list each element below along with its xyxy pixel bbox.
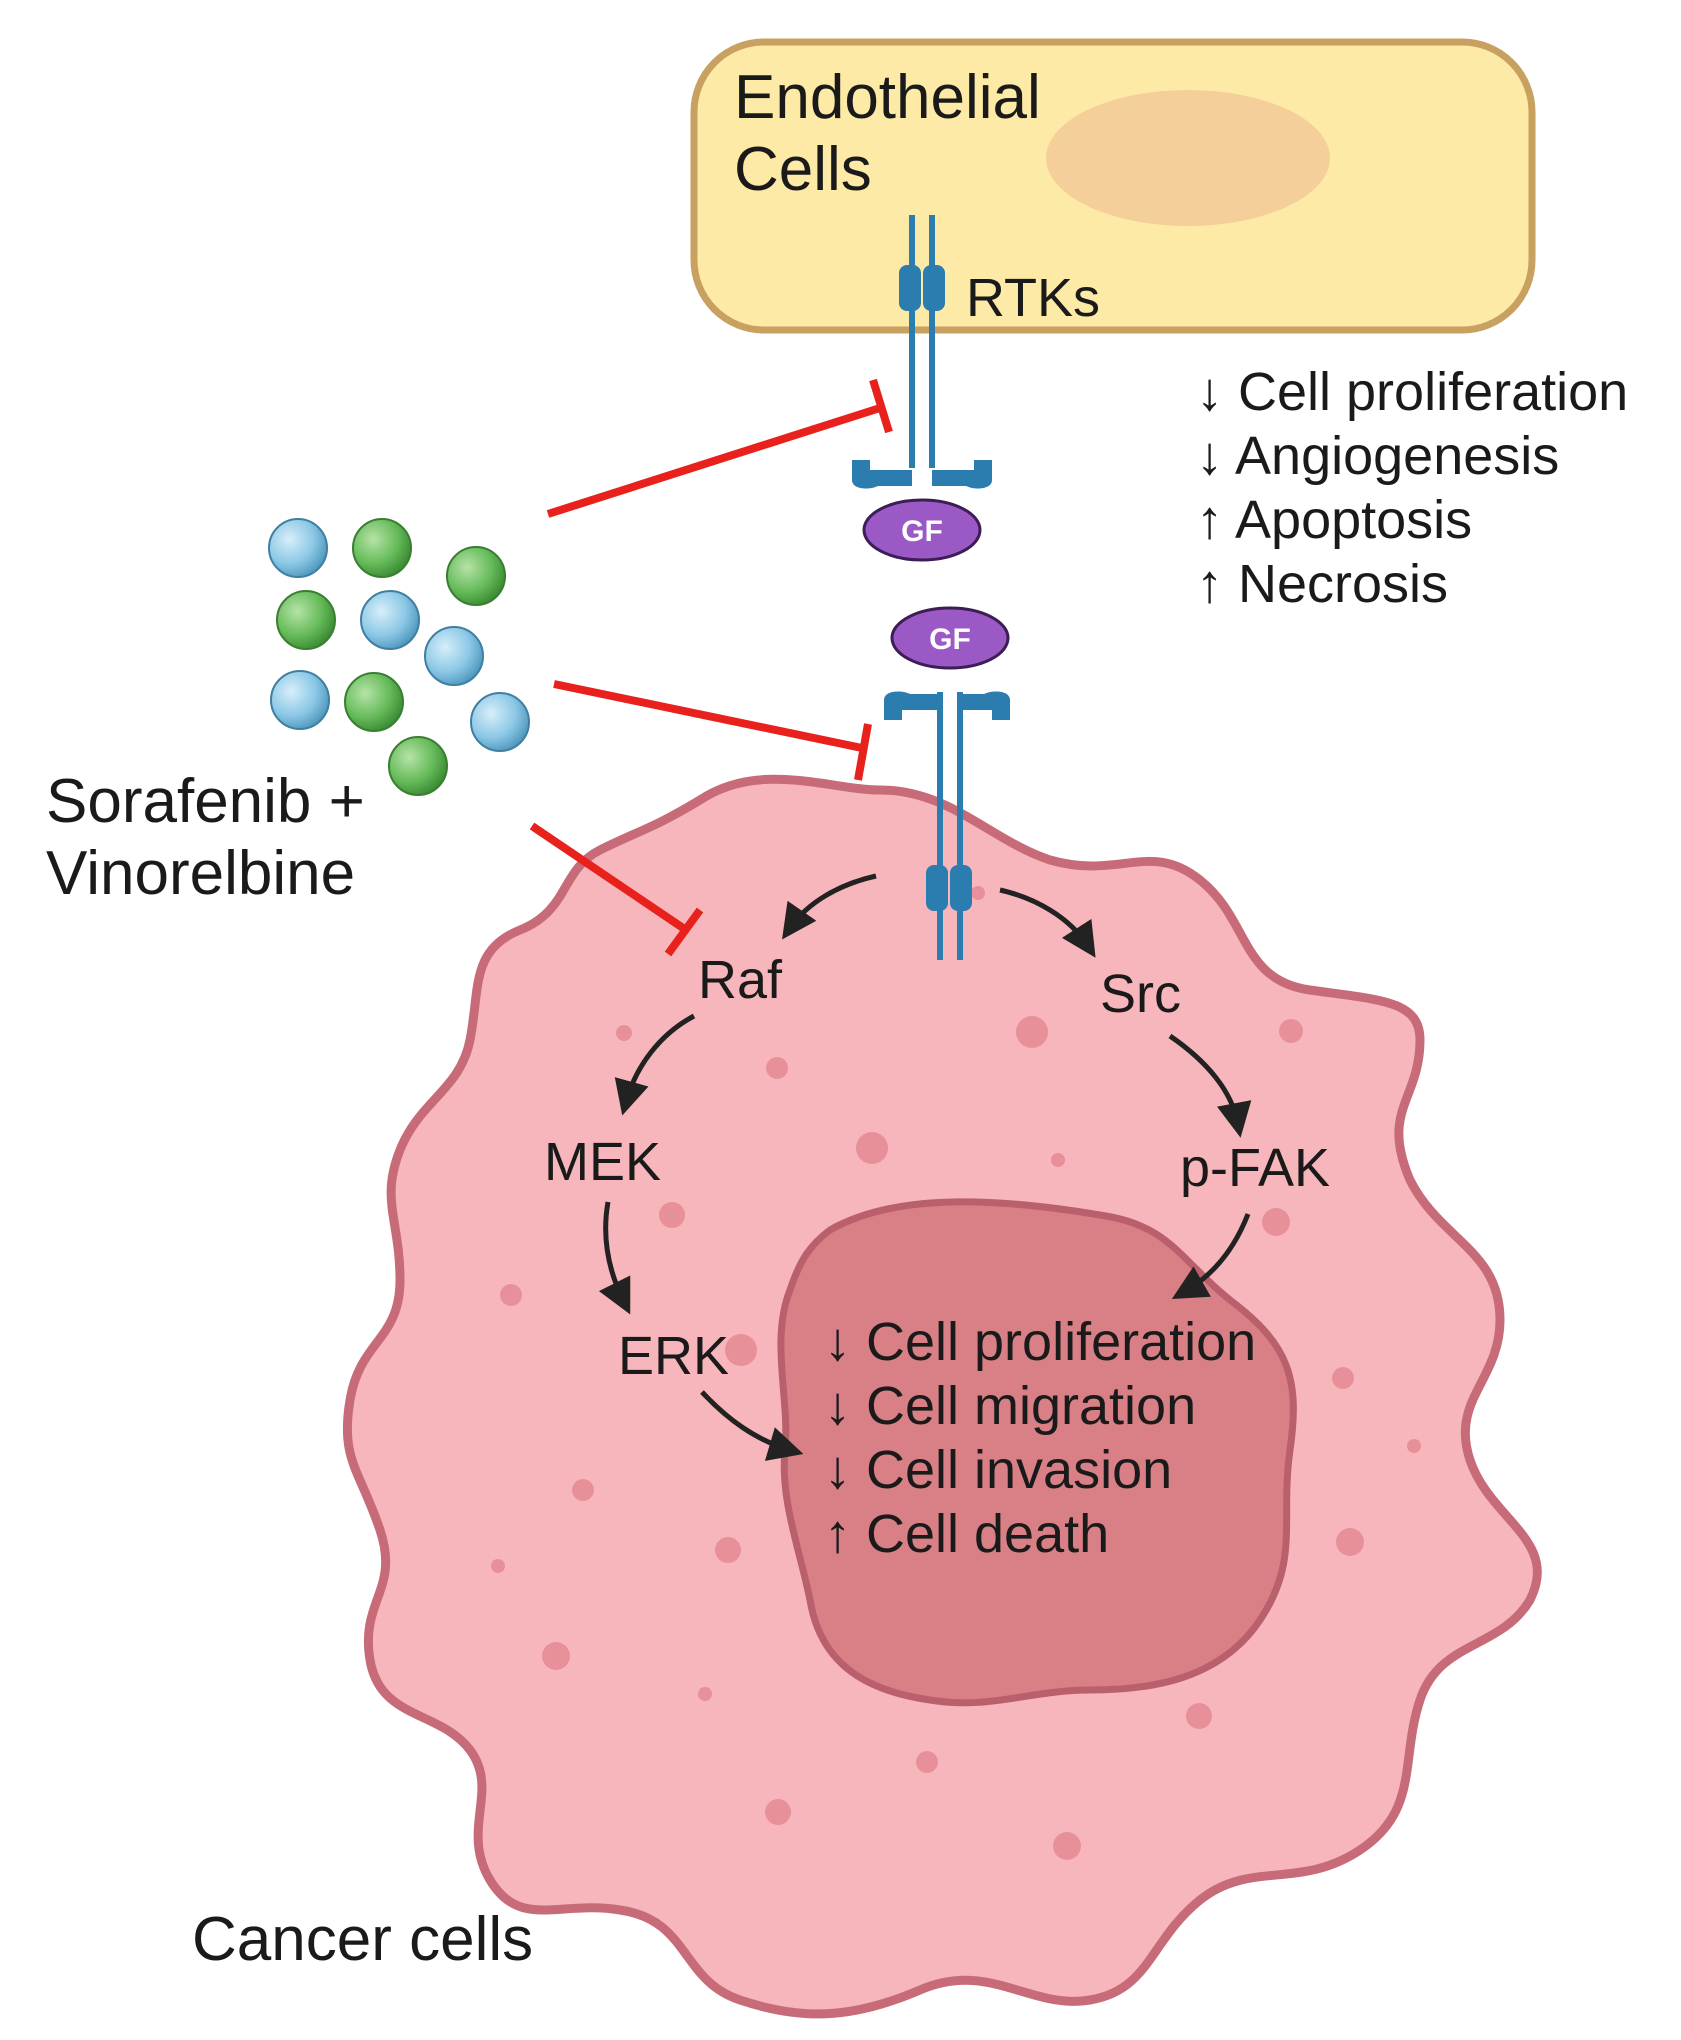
endothelial-effect-item: ↓ Cell proliferation bbox=[1196, 362, 1628, 422]
inhibition-markers bbox=[529, 378, 893, 957]
endothelial-label-line1: Endothelial bbox=[734, 63, 1041, 132]
gf-bottom-label: GF bbox=[929, 623, 971, 656]
cancer-effect-item: ↑ Cell death bbox=[824, 1504, 1109, 1564]
cancer-effect-item: ↓ Cell invasion bbox=[824, 1440, 1172, 1500]
erk-label: ERK bbox=[618, 1326, 729, 1386]
endothelial-effect-item: ↑ Apoptosis bbox=[1196, 490, 1472, 550]
drug-label-line2: Vinorelbine bbox=[46, 839, 355, 908]
growth-factor-bottom: GF bbox=[890, 606, 1010, 670]
endothelial-nucleus bbox=[1046, 90, 1330, 226]
arrow-erk-to-nucleus bbox=[700, 1390, 804, 1461]
arrow-mek-to-erk bbox=[598, 1201, 631, 1315]
arrow-rtk-to-src bbox=[999, 887, 1096, 958]
cancer-effect-item: ↓ Cell proliferation bbox=[824, 1312, 1256, 1372]
endothelial-effect-item: ↓ Angiogenesis bbox=[1196, 426, 1559, 486]
gf-top-label: GF bbox=[901, 515, 943, 548]
pathway-arrows bbox=[598, 873, 1252, 1461]
arrow-src-to-pfak bbox=[1168, 1033, 1252, 1138]
endothelial-label-line2: Cells bbox=[734, 135, 872, 204]
endothelial-effects-list: ↓ Cell proliferation ↓ Angiogenesis ↑ Ap… bbox=[1196, 362, 1628, 614]
cytoplasm-speckles bbox=[491, 886, 1421, 1860]
raf-label: Raf bbox=[698, 950, 783, 1010]
drug-label-line1: Sorafenib + bbox=[46, 767, 365, 836]
rtk-receptor-top bbox=[852, 215, 992, 489]
mek-label: MEK bbox=[544, 1132, 661, 1192]
endothelial-effect-item: ↑ Necrosis bbox=[1196, 554, 1448, 614]
arrow-raf-to-mek bbox=[614, 1013, 696, 1116]
growth-factor-top: GF bbox=[862, 498, 982, 562]
cancer-effect-item: ↓ Cell migration bbox=[824, 1376, 1196, 1436]
cancer-effects-list: ↓ Cell proliferation ↓ Cell migration ↓ … bbox=[824, 1312, 1256, 1564]
rtks-label: RTKs bbox=[966, 268, 1100, 328]
rtk-receptor-bottom bbox=[884, 691, 1010, 960]
pfak-label: p-FAK bbox=[1180, 1138, 1330, 1198]
drug-molecules bbox=[268, 518, 530, 796]
src-label: Src bbox=[1100, 964, 1181, 1024]
arrow-rtk-to-raf bbox=[782, 873, 877, 940]
cancer-cells-label: Cancer cells bbox=[192, 1905, 533, 1974]
arrow-pfak-to-nucleus bbox=[1171, 1213, 1251, 1299]
